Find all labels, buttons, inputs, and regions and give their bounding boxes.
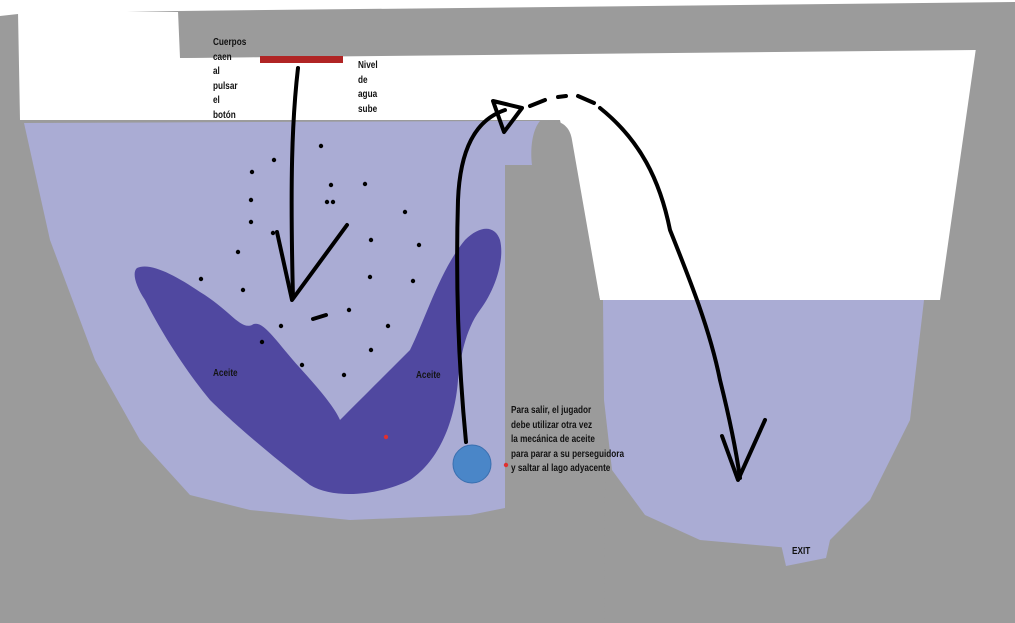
- button-note: Cuerpos caen al pulsar el botón: [213, 37, 247, 121]
- falling-arrow-icon: [275, 66, 349, 321]
- red-marker-oil: [383, 434, 389, 440]
- water-note: Nivel de agua sube: [358, 60, 378, 115]
- escape-note: Para salir, el jugador debe utilizar otr…: [511, 405, 625, 474]
- falling-bodies: [198, 143, 422, 378]
- ceiling-slab: [178, 0, 1015, 58]
- oil-label-left: Aceite: [213, 368, 238, 379]
- red-marker-player: [503, 462, 509, 468]
- rock-pillar-notch: [505, 121, 540, 165]
- rock-pillar: [505, 120, 606, 623]
- exit-passage: [780, 540, 830, 566]
- button-plate[interactable]: [260, 56, 343, 63]
- rock-top-left: [0, 0, 1015, 16]
- oil-label-right: Aceite: [416, 370, 441, 381]
- escape-path-icon: [455, 94, 767, 482]
- oil-blob: [134, 228, 502, 495]
- player-ball[interactable]: [452, 444, 492, 484]
- exit-label: EXIT: [792, 546, 811, 557]
- sky-area: [18, 12, 976, 300]
